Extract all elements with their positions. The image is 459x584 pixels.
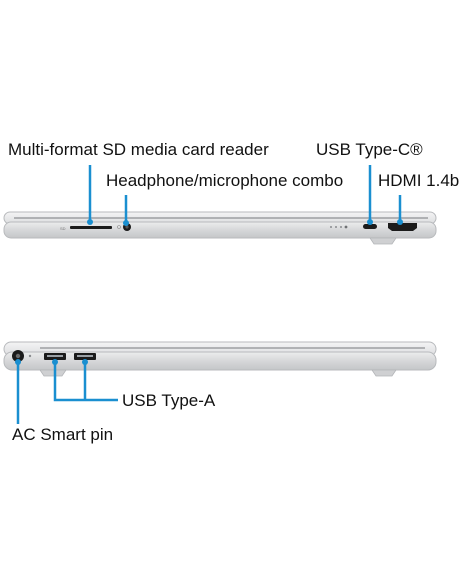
callout-line-usb-a-1 [53,362,118,402]
laptop-base [3,221,437,239]
laptop-foot [39,369,67,377]
headphone-icon [117,225,121,229]
laptop-right-side-view: SD [3,165,437,245]
label-headphone-combo: Headphone/microphone combo [106,171,344,190]
label-hdmi: HDMI 1.4b [378,171,459,190]
label-usb-type-c: USB Type-C® [316,140,423,159]
laptop-left-side-view [3,341,437,424]
label-usb-type-a: USB Type-A [122,391,216,410]
usb-c-port [363,224,377,229]
laptop-base [3,351,437,371]
sd-card-slot [70,226,112,229]
status-dot [330,226,332,228]
sd-mark: SD [60,226,66,231]
laptop-foot [369,237,397,245]
laptop-foot [371,369,397,377]
label-sd-card-reader: Multi-format SD media card reader [8,140,269,159]
label-ac-smart-pin: AC Smart pin [12,425,114,444]
hdmi-port [388,223,417,231]
